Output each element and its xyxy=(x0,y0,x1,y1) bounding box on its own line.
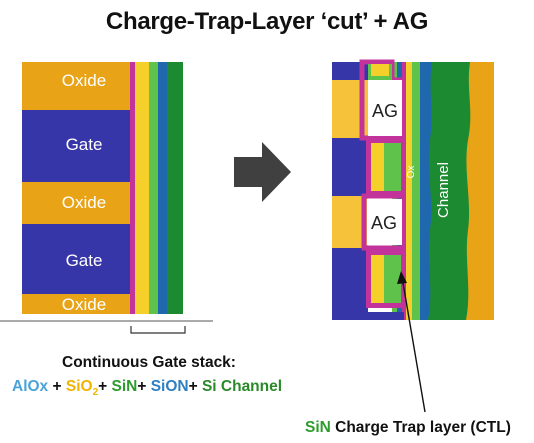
ctl-note-text: Charge Trap layer (CTL) xyxy=(330,419,511,436)
si-channel-liner xyxy=(167,62,183,314)
gate-layer-1 xyxy=(22,110,130,182)
ag-cell-2 xyxy=(367,199,402,245)
outer-oxide xyxy=(462,62,494,320)
right-gate-1 xyxy=(332,138,368,196)
diagram-title: Charge-Trap-Layer ‘cut’ + AG xyxy=(105,8,429,35)
alox-cut-liner xyxy=(402,62,406,320)
right-cut-stack: AG AG Ox Channel xyxy=(332,59,494,320)
material-sin: SiN xyxy=(111,378,138,395)
ag-label-2: AG xyxy=(371,213,397,233)
right-oxide-1 xyxy=(332,62,368,80)
right-gate-2 xyxy=(332,248,368,320)
sin-liner xyxy=(149,62,158,314)
caption-materials: AlOx + SiO2+ SiN+ SiON+ Si Channel xyxy=(12,378,283,399)
transform-arrow-icon xyxy=(234,142,291,202)
ctl-pointer-arrowhead-icon xyxy=(397,271,407,284)
plus-sign-1: + xyxy=(48,378,66,395)
ctl-note-sin: SiN xyxy=(305,419,331,436)
caption-heading: Continuous Gate stack: xyxy=(62,354,236,371)
left-gate-label-2: Gate xyxy=(66,251,103,270)
left-oxide-label-1: Oxide xyxy=(62,71,106,90)
ctl-note: SiN Charge Trap layer (CTL) xyxy=(305,419,511,437)
left-oxide-label-3: Oxide xyxy=(62,295,106,314)
left-gate-stack: Oxide Gate Oxide Gate Oxide xyxy=(0,62,213,334)
left-oxide-label-2: Oxide xyxy=(62,193,106,212)
sio2-liner xyxy=(135,62,149,314)
oxide-layer-2 xyxy=(22,182,130,224)
sion-liner xyxy=(158,62,167,314)
stack-bracket xyxy=(130,326,186,334)
oxide-layer-3 xyxy=(22,294,130,314)
material-sion: SiON xyxy=(150,378,189,395)
ag-cell-1 xyxy=(368,80,402,136)
oxide-layer-1 xyxy=(22,62,130,110)
ag-label-1: AG xyxy=(372,101,398,121)
material-si-channel: Si Channel xyxy=(201,378,283,395)
channel-label: Channel xyxy=(435,162,452,218)
alox-liner xyxy=(130,62,135,314)
gate-layer-2 xyxy=(22,224,130,294)
material-sio2: SiO2 xyxy=(65,378,99,399)
left-gate-label-1: Gate xyxy=(66,135,103,154)
ctl-pointer-line xyxy=(401,276,426,413)
material-alox: AlOx xyxy=(12,378,49,395)
ox-label: Ox xyxy=(406,166,417,179)
